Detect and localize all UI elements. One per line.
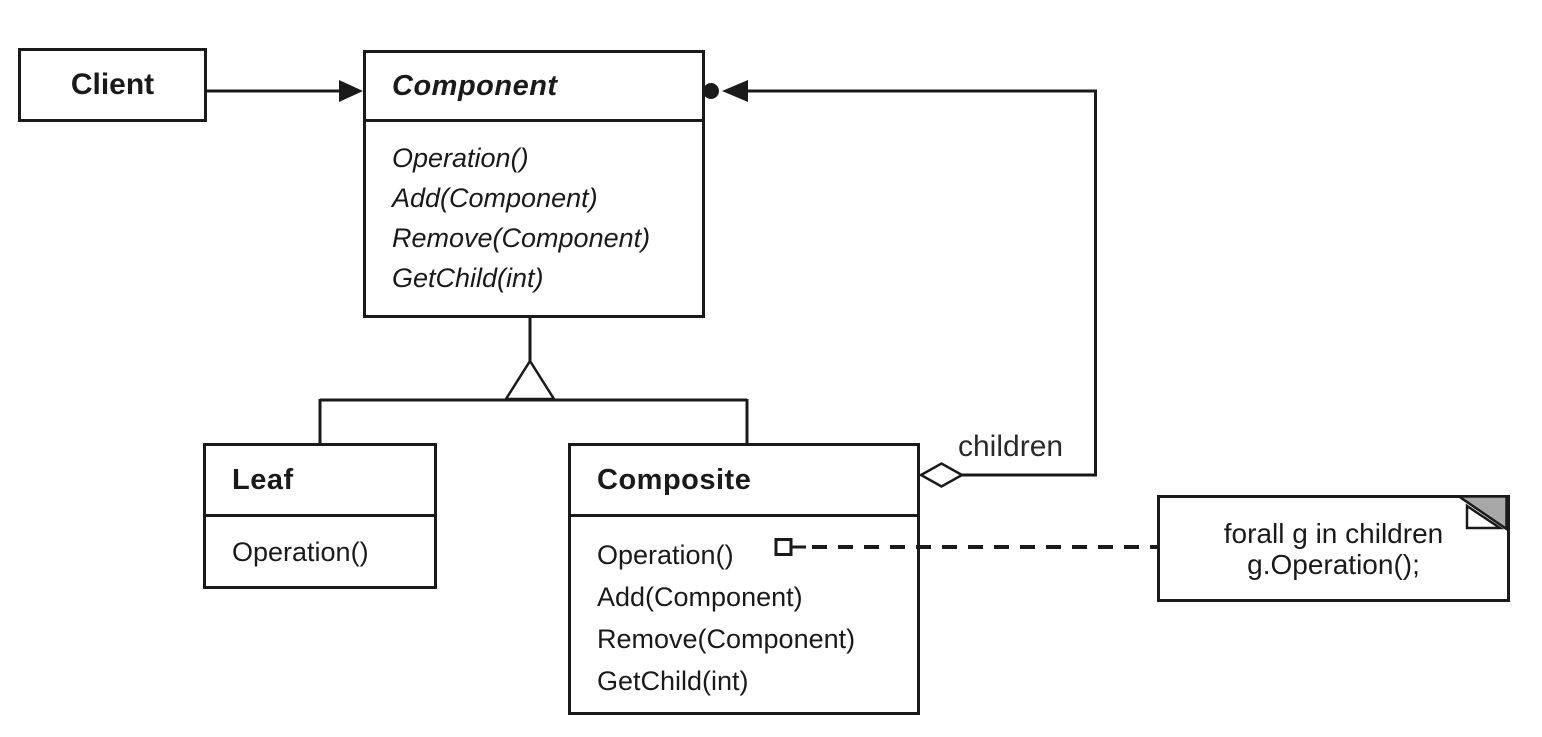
inheritance-triangle-icon xyxy=(503,358,557,401)
method-getchild: GetChild(int) xyxy=(597,666,749,696)
arrowhead-right-icon xyxy=(339,80,363,102)
class-box-leaf: Leaf Operation() xyxy=(203,443,437,589)
class-box-component: Component Operation() Add(Component) Rem… xyxy=(363,50,705,318)
composite-method-list: Operation() Add(Component) Remove(Compon… xyxy=(571,517,917,702)
method-add: Add(Component) xyxy=(392,183,598,213)
note-box: forall g in children g.Operation(); xyxy=(1157,495,1510,602)
note-line-2: g.Operation(); xyxy=(1247,548,1420,580)
method-operation: Operation() xyxy=(232,537,369,567)
arrowhead-left-icon xyxy=(722,80,748,102)
class-name-component: Component xyxy=(366,53,702,122)
method-operation: Operation() xyxy=(597,540,734,570)
method-remove: Remove(Component) xyxy=(392,223,651,253)
class-name-client: Client xyxy=(70,68,155,101)
method-add: Add(Component) xyxy=(597,582,803,612)
class-name-composite: Composite xyxy=(571,446,917,517)
class-name-leaf: Leaf xyxy=(206,446,434,517)
method-operation: Operation() xyxy=(392,143,529,173)
class-box-composite: Composite Operation() Add(Component) Rem… xyxy=(568,443,920,715)
note-line-1: forall g in children xyxy=(1223,517,1444,549)
aggregation-diamond-icon xyxy=(918,462,965,488)
association-end-dot-icon xyxy=(703,83,719,99)
method-getchild: GetChild(int) xyxy=(392,263,544,293)
children-role-label: children xyxy=(958,430,1064,463)
class-box-client: Client xyxy=(18,48,207,122)
leaf-method-list: Operation() xyxy=(206,517,434,571)
method-remove: Remove(Component) xyxy=(597,624,856,654)
children-association-line xyxy=(745,89,1097,477)
component-method-list: Operation() Add(Component) Remove(Compon… xyxy=(366,122,702,298)
